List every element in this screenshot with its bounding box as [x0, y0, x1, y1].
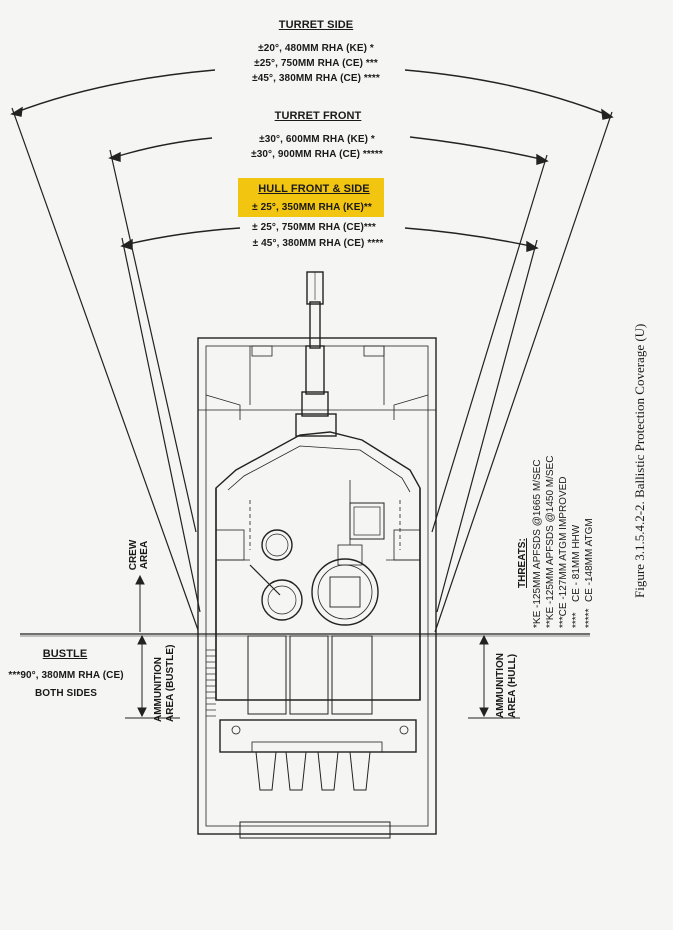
hull-line-3: ± 45°, 380MM RHA (CE) ****: [252, 238, 384, 249]
ammo-bustle-line-2: AREA (BUSTLE): [165, 644, 176, 722]
commander-hatch: [261, 529, 293, 561]
turret-front-title: TURRET FRONT: [274, 110, 362, 122]
figure-caption: Figure 3.1.5.4.2-2. Ballistic Protection…: [632, 323, 647, 598]
rear-deck: [219, 635, 417, 839]
threat-mark: *****: [584, 608, 595, 628]
threat-mark: *: [532, 624, 543, 628]
gunner-sight: [261, 579, 303, 621]
hull-arc-right: [404, 227, 536, 248]
tank-hull: [197, 337, 437, 835]
threat-text: KE -125MM APFSDS @1665 M/SEC: [532, 459, 543, 625]
threat-row: **** CE - 81MM HHW: [570, 498, 583, 628]
hull-line-2: ± 25°, 750MM RHA (CE)***: [252, 222, 376, 233]
ammo-bustle-line-1: AMMUNITION: [153, 657, 164, 722]
turret-side-line-3: ±45°, 380MM RHA (CE) ****: [252, 73, 380, 84]
turret-side-arc-right: [404, 69, 611, 117]
bustle-hatching: [206, 649, 216, 717]
turret-side-arc-left: [13, 69, 216, 114]
ammo-hull-line-2: AREA (HULL): [507, 653, 518, 718]
bustle-line-1: ***90°, 380MM RHA (CE): [8, 670, 124, 681]
threat-mark: ****: [571, 612, 582, 628]
turret-front-arc-left: [111, 137, 213, 159]
threat-row: **KE -125MM APFSDS @1450 M/SEC: [544, 456, 557, 628]
turret-side-line-2: ±25°, 750MM RHA (CE) ***: [254, 58, 378, 69]
threats-legend: THREATS: *KE -125MM APFSDS @1665 M/SEC *…: [516, 456, 596, 628]
gun-barrel: [295, 271, 337, 437]
turret: [215, 431, 421, 701]
coverage-arcs: [10, 69, 614, 252]
threats-title: THREATS:: [517, 538, 528, 588]
zone-markers: [125, 574, 520, 719]
ammo-bustle-label: AMMUNITION AREA (BUSTLE): [153, 645, 177, 722]
turret-front-line-1: ±30°, 600MM RHA (KE) *: [259, 134, 375, 145]
hull-line-1: ± 25°, 350MM RHA (KE)**: [252, 202, 372, 213]
sector-lines: [11, 107, 613, 637]
threat-row: *KE -125MM APFSDS @1665 M/SEC: [531, 459, 544, 628]
hull-front-side-title: HULL FRONT & SIDE: [258, 183, 370, 195]
threat-text: CE -148MM ATGM: [584, 518, 595, 602]
turret-side-title: TURRET SIDE: [278, 19, 354, 31]
hull-arc-left: [123, 227, 241, 246]
ammo-hull-line-1: AMMUNITION: [495, 653, 506, 718]
turret-front-line-2: ±30°, 900MM RHA (CE) *****: [251, 149, 383, 160]
threat-row: ***** CE -148MM ATGM: [583, 498, 596, 628]
bustle-title: BUSTLE: [42, 648, 88, 660]
turret-front-arc-right: [409, 136, 546, 161]
threat-text: CE -127MM ATGM IMPROVED: [558, 476, 569, 617]
crew-area-label: CREW AREA: [128, 539, 150, 571]
arrowhead: [120, 238, 133, 250]
threat-row: ***CE -127MM ATGM IMPROVED: [557, 476, 570, 628]
loader-hatch: [311, 558, 379, 626]
turret-side-line-1: ±20°, 480MM RHA (KE) *: [258, 43, 374, 54]
arrowhead: [601, 108, 614, 120]
threat-text: KE -125MM APFSDS @1450 M/SEC: [545, 455, 556, 621]
bustle-line-2: BOTH SIDES: [34, 688, 98, 699]
threat-text: CE - 81MM HHW: [571, 524, 582, 602]
arrowhead: [108, 151, 121, 162]
ammo-hull-label: AMMUNITION AREA (HULL): [495, 653, 519, 718]
threat-mark: **: [545, 620, 556, 628]
hull-highlight-box: [238, 178, 384, 217]
threat-mark: ***: [558, 616, 569, 628]
